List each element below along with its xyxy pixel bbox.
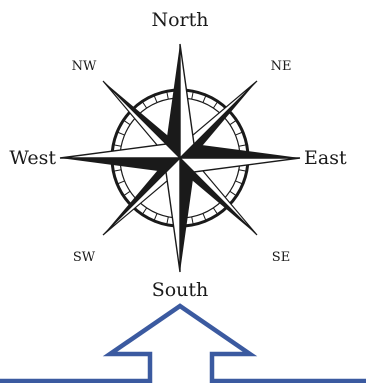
ring-tick [154, 95, 157, 102]
ring-tick [123, 191, 130, 195]
ring-tick [117, 181, 124, 184]
ring-tick [203, 213, 206, 220]
cardinal-points [60, 44, 300, 272]
ring-tick [213, 208, 217, 215]
ring-tick [117, 132, 124, 135]
ring-tick [203, 95, 206, 102]
ring-tick [213, 101, 217, 108]
label-northeast: NE [271, 59, 292, 74]
ring-tick [142, 208, 146, 215]
label-west: West [9, 147, 56, 169]
label-southwest: SW [73, 250, 96, 265]
label-east: East [304, 147, 347, 169]
label-northwest: NW [72, 59, 97, 74]
ring-tick [230, 191, 237, 195]
ring-tick [235, 132, 242, 135]
ring-tick [123, 120, 130, 124]
south-point-light [166, 158, 180, 272]
ring-tick [230, 120, 237, 124]
south-point-dark [180, 158, 194, 272]
ring-tick [142, 101, 146, 108]
label-north: North [151, 9, 208, 31]
label-south: South [152, 279, 209, 301]
label-southeast: SE [272, 250, 290, 265]
ring-tick [235, 181, 242, 184]
up-arrow-icon [0, 306, 366, 381]
ring-tick [154, 213, 157, 220]
north-point-dark [166, 44, 180, 158]
north-point-light [180, 44, 194, 158]
